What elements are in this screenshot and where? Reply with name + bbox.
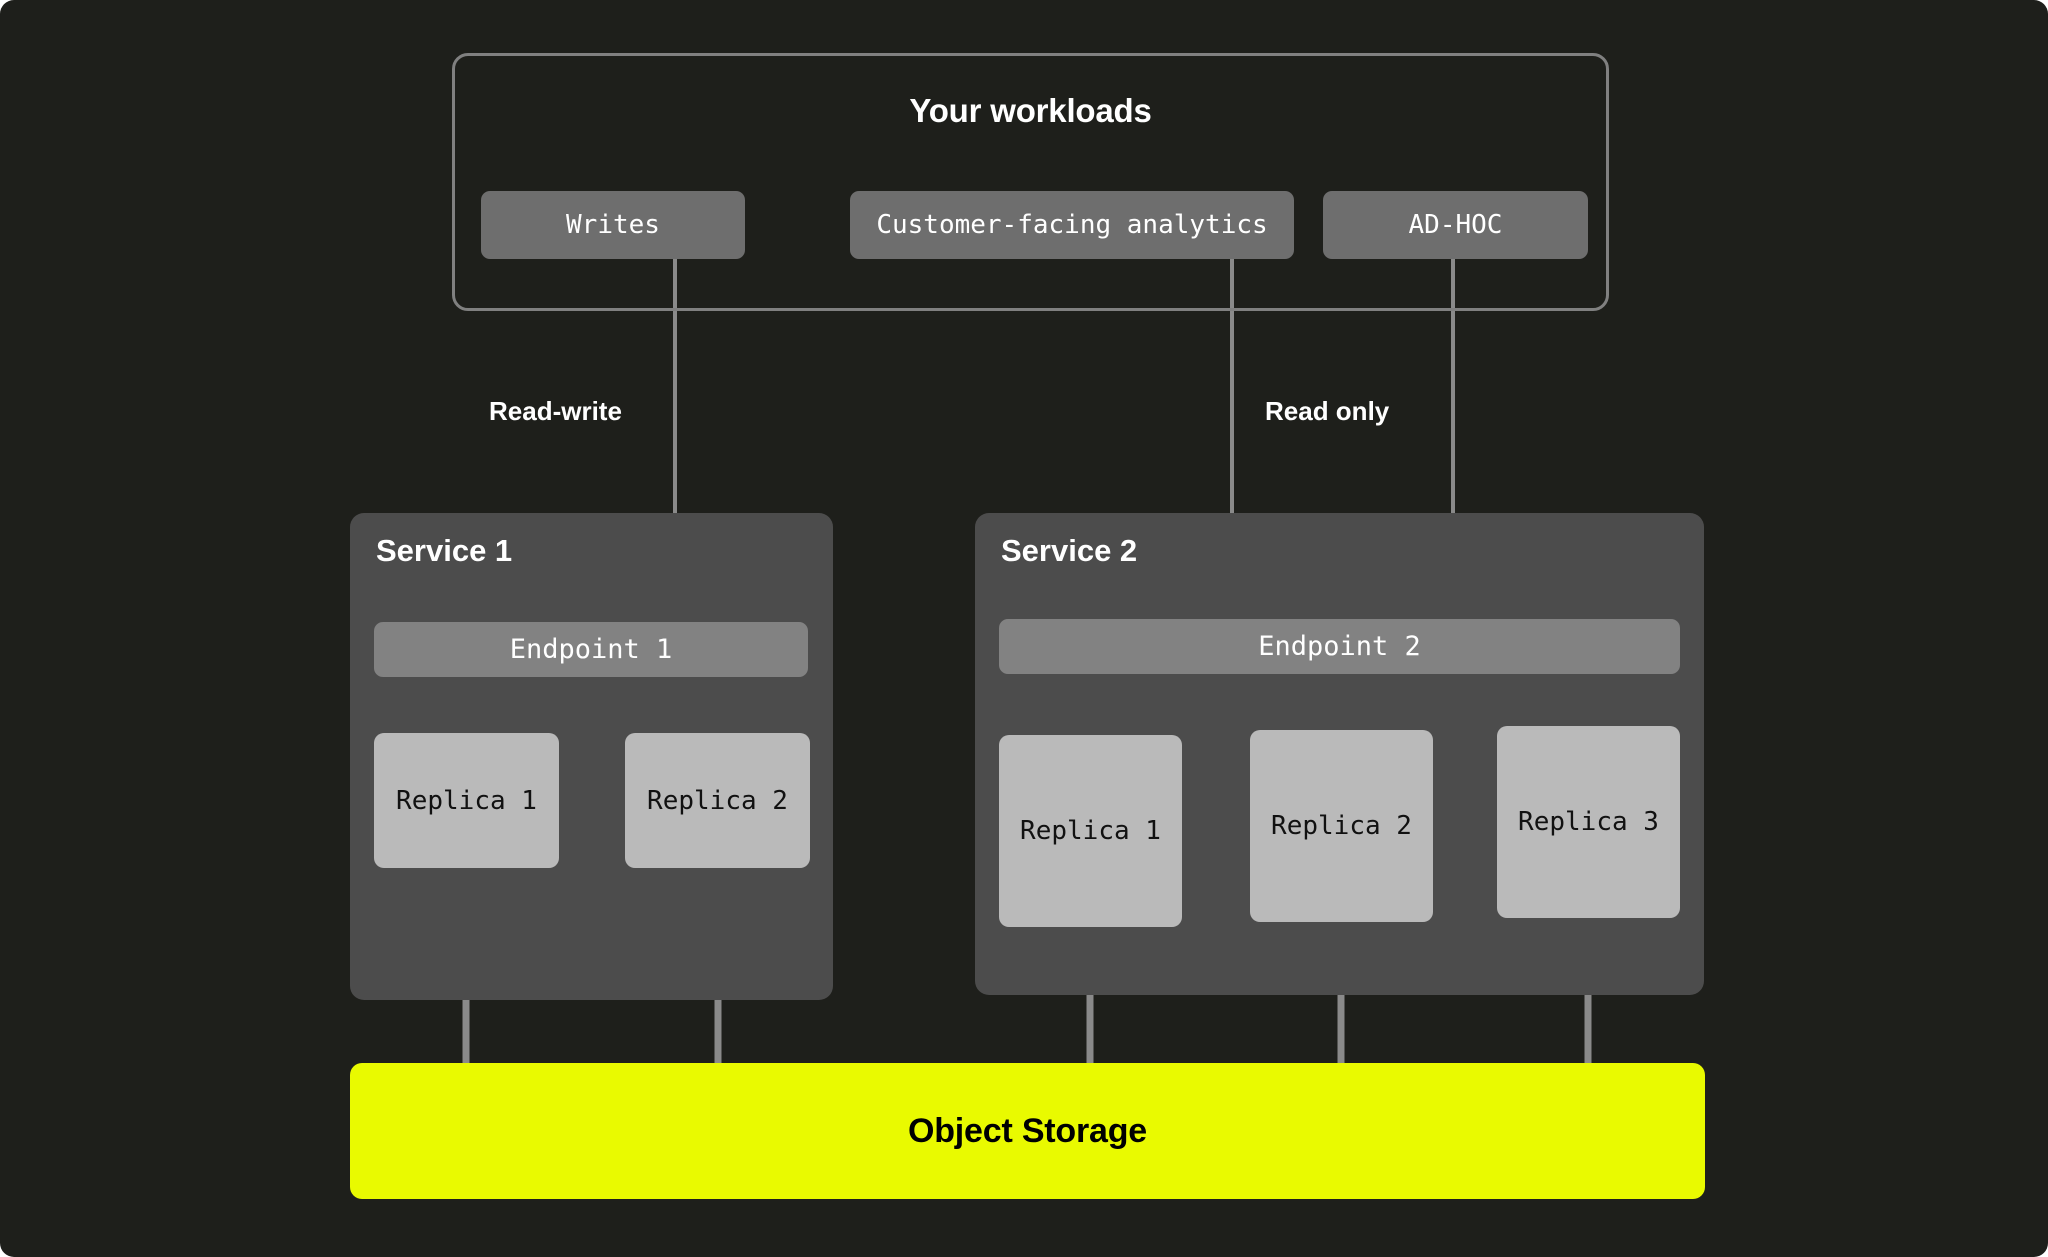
workload-box-analytics[interactable]: Customer-facing analytics — [850, 191, 1294, 259]
workloads-container: Your workloads Writes Customer-facing an… — [452, 53, 1609, 311]
endpoint-2[interactable]: Endpoint 2 — [999, 619, 1680, 674]
workloads-title: Your workloads — [909, 92, 1152, 129]
service-1-title: Service 1 — [376, 533, 513, 568]
edge-label-read-only: Read only — [1265, 396, 1390, 426]
service-1-replica-2[interactable]: Replica 2 — [625, 733, 810, 868]
edge-label-read-write: Read-write — [489, 396, 622, 426]
object-storage-label: Object Storage — [907, 1111, 1148, 1150]
service-2-replica-2[interactable]: Replica 2 — [1250, 730, 1433, 922]
service-2-replica-3[interactable]: Replica 3 — [1497, 726, 1680, 918]
endpoint-1[interactable]: Endpoint 1 — [374, 622, 808, 677]
object-storage-bar[interactable]: Object Storage — [350, 1063, 1705, 1199]
workload-box-writes[interactable]: Writes — [481, 191, 745, 259]
service-1-replica-1[interactable]: Replica 1 — [374, 733, 559, 868]
workloads-row: Writes Customer-facing analytics AD-HOC — [455, 191, 1606, 259]
service-panel-1: Service 1 Endpoint 1 Replica 1 Replica 2 — [350, 513, 833, 1000]
service-2-title: Service 2 — [1001, 533, 1138, 568]
workload-box-adhoc[interactable]: AD-HOC — [1323, 191, 1588, 259]
service-2-replica-1[interactable]: Replica 1 — [999, 735, 1182, 927]
service-panel-2: Service 2 Endpoint 2 Replica 1 Replica 2… — [975, 513, 1704, 995]
